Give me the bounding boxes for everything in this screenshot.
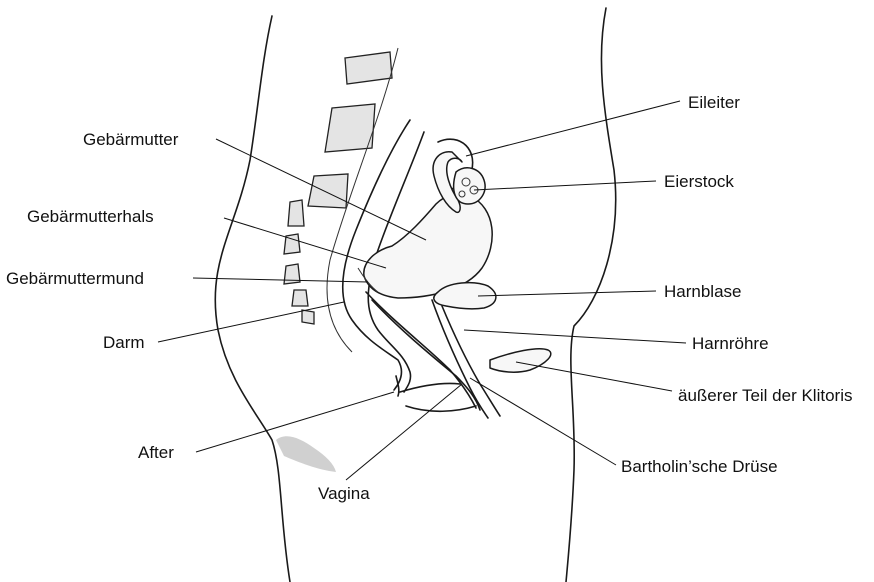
label-klitoris: äußerer Teil der Klitoris	[678, 386, 852, 405]
label-eileiter: Eileiter	[688, 93, 740, 112]
labia-lower	[406, 406, 476, 411]
buttock-crease	[276, 436, 336, 472]
vertebra	[292, 290, 308, 306]
vertebra	[302, 310, 314, 324]
leader-harnroehre	[464, 330, 686, 343]
leader-bartholin	[470, 378, 616, 465]
leader-darm	[158, 302, 344, 342]
vertebra	[345, 52, 392, 84]
urinary-tract	[432, 283, 500, 418]
leader-harnblase	[478, 291, 656, 296]
clitoris-glans	[490, 349, 551, 372]
leader-gebaermuttermund	[193, 278, 368, 282]
ovary	[454, 168, 485, 204]
label-bartholin: Bartholin’sche Drüse	[621, 457, 778, 476]
vulva	[400, 349, 551, 412]
label-gebaermutter: Gebärmutter	[83, 130, 179, 149]
leader-eileiter	[466, 101, 680, 156]
back-contour	[215, 16, 290, 582]
label-gebaermutterhals: Gebärmutterhals	[27, 207, 154, 226]
leader-klitoris	[516, 362, 672, 391]
leader-eierstock	[474, 181, 656, 190]
label-darm: Darm	[103, 333, 145, 352]
vertebra	[325, 104, 375, 152]
vertebra	[308, 174, 348, 208]
reproductive-organs	[358, 152, 492, 298]
labels: Eileiter Gebärmutter Eierstock Gebärmutt…	[6, 93, 852, 503]
leader-gebaermutterhals	[224, 218, 386, 268]
label-vagina: Vagina	[318, 484, 370, 503]
urethra-inner	[432, 300, 488, 418]
label-harnroehre: Harnröhre	[692, 334, 769, 353]
vertebra	[288, 200, 304, 226]
leader-vagina	[346, 384, 462, 480]
label-harnblase: Harnblase	[664, 282, 742, 301]
label-eierstock: Eierstock	[664, 172, 734, 191]
vertebra	[284, 264, 300, 284]
label-gebaermuttermund: Gebärmuttermund	[6, 269, 144, 288]
label-after: After	[138, 443, 174, 462]
front-contour	[566, 8, 616, 582]
